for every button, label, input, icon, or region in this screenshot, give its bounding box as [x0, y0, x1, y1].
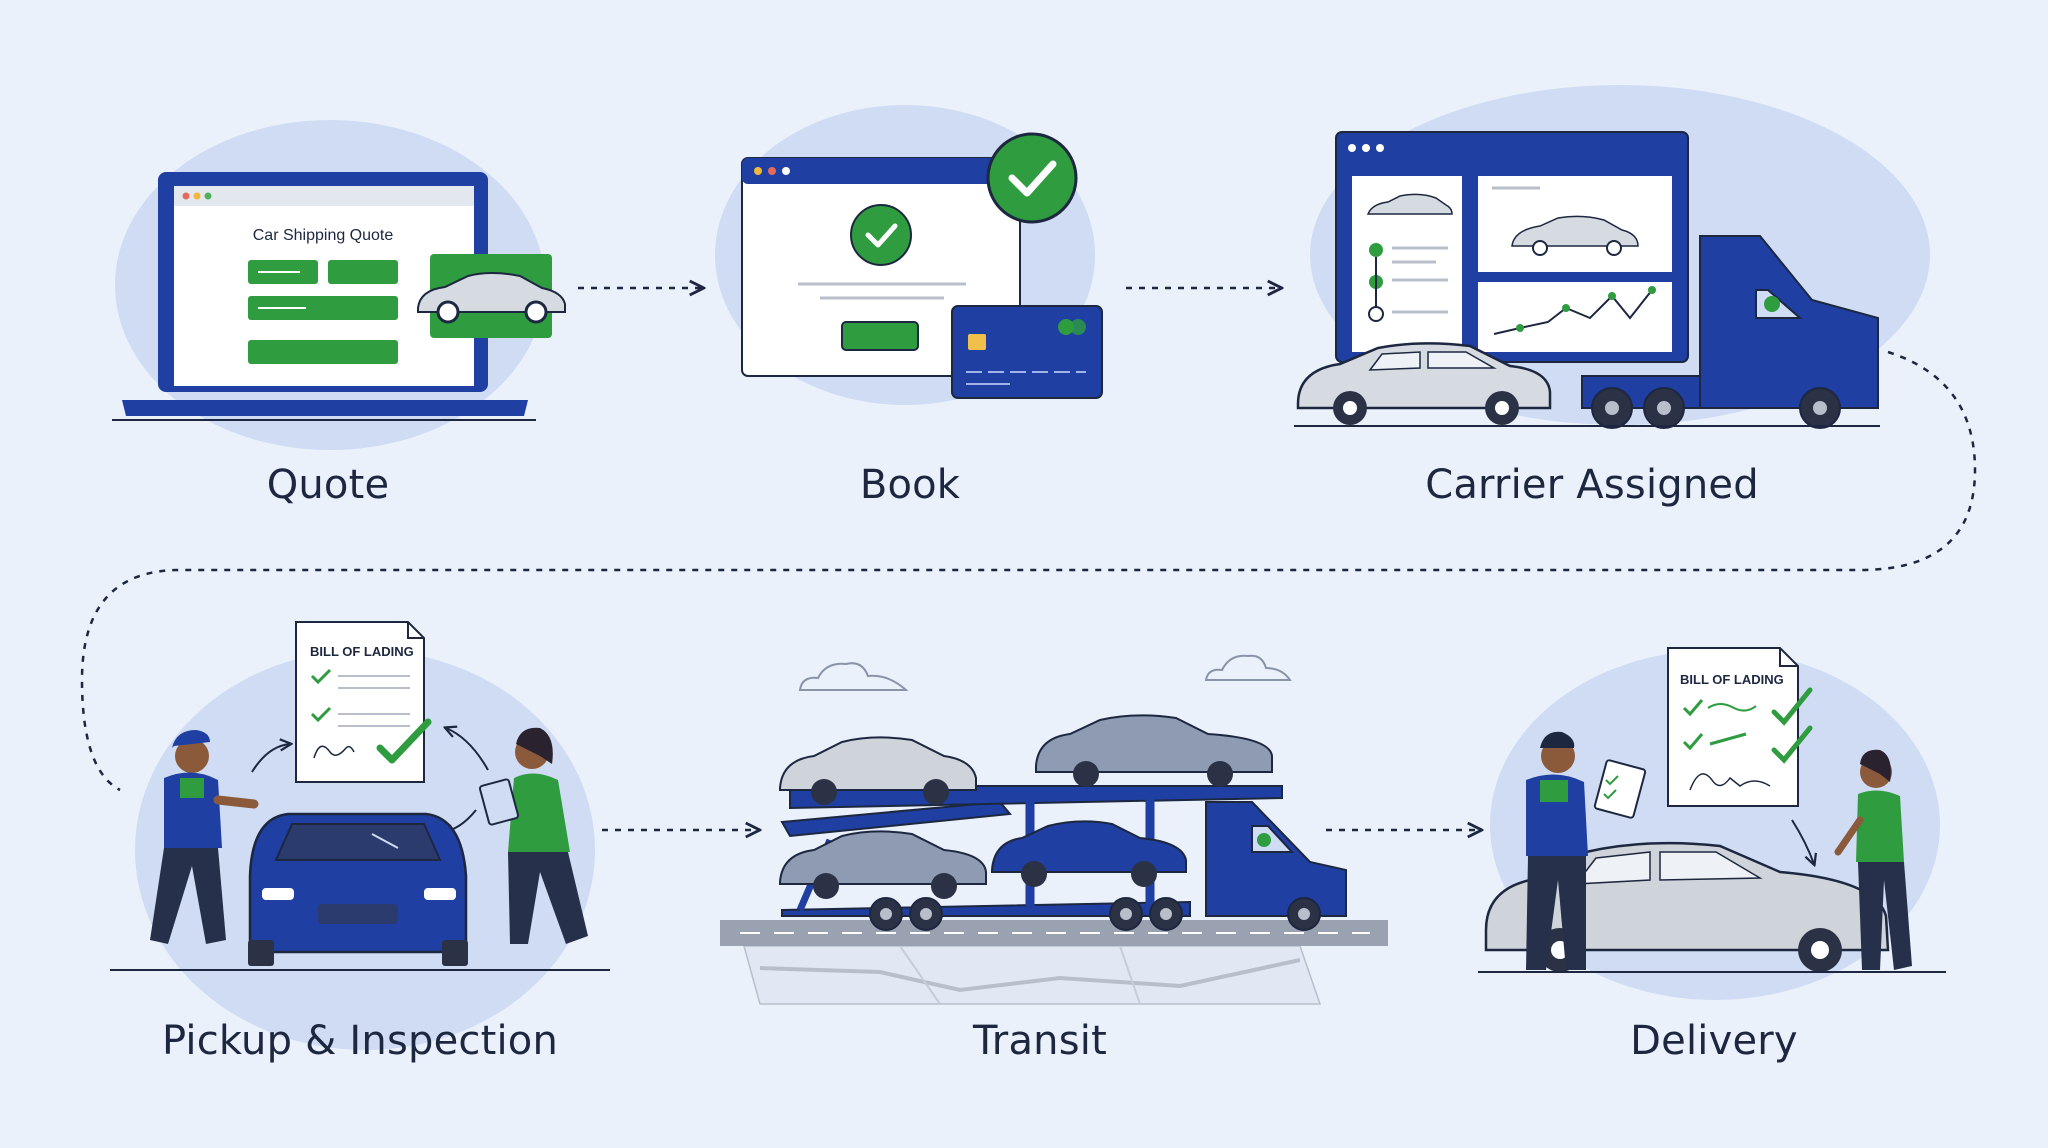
- step-carrier-illustration: [1294, 85, 1930, 429]
- signature-icon: [1689, 773, 1771, 791]
- step-label-delivery: Delivery: [1630, 1018, 1798, 1064]
- quote-screen-title: Car Shipping Quote: [253, 227, 394, 244]
- form-field: [328, 260, 398, 284]
- step-quote-illustration: Car Shipping Quote: [112, 120, 566, 450]
- browser-window-icon: [741, 157, 1021, 377]
- check-icon: [376, 718, 432, 764]
- cloud-icon: [1204, 654, 1292, 681]
- cloud-icon: [798, 662, 909, 691]
- signature-icon: [313, 745, 355, 759]
- step-label-pickup-inspection: Pickup & Inspection: [161, 1018, 559, 1064]
- car-icon: [779, 830, 987, 899]
- form-field: [248, 296, 398, 320]
- car-carrier-icon: [780, 785, 1347, 931]
- inspector-person-icon: [479, 727, 588, 944]
- delivery-doc-title: BILL OF LADING: [1680, 672, 1784, 687]
- step-label-transit: Transit: [973, 1018, 1107, 1064]
- car-front-icon: [248, 812, 468, 966]
- step-transit-illustration: [720, 654, 1388, 1005]
- driver-person-icon: [150, 730, 259, 944]
- car-icon: [779, 736, 977, 805]
- credit-card-icon: [951, 305, 1103, 399]
- document-icon: BILL OF LADING: [295, 621, 432, 783]
- map-icon: [743, 945, 1322, 1005]
- step-delivery-illustration: BILL OF LADING: [1478, 647, 1946, 1000]
- car-icon: [1484, 841, 1890, 972]
- dashboard-window-icon: [1335, 131, 1689, 363]
- book-button-graphic: [841, 321, 919, 351]
- check-badge-icon: [986, 132, 1078, 224]
- clipboard-icon: [1593, 759, 1647, 819]
- step-label-quote: Quote: [266, 462, 390, 508]
- step-pickup-illustration: BILL OF LADING: [110, 621, 610, 1050]
- truck-icon: [1581, 235, 1879, 429]
- car-icon: [417, 272, 566, 324]
- check-icon: [850, 204, 912, 266]
- submit-bar: [248, 340, 398, 364]
- step-label-book: Book: [859, 462, 961, 508]
- step-book-illustration: [715, 105, 1103, 405]
- document-icon: BILL OF LADING: [1667, 647, 1813, 807]
- car-icon: [1296, 342, 1552, 425]
- car-icon: [1035, 714, 1273, 787]
- recipient-person-icon: [1834, 749, 1912, 970]
- pickup-doc-title: BILL OF LADING: [310, 644, 414, 659]
- clipboard-icon: [479, 778, 519, 826]
- step-label-carrier-assigned: Carrier Assigned: [1425, 462, 1759, 508]
- row-connector-arrow: [80, 350, 1977, 792]
- driver-person-icon: [1526, 731, 1647, 970]
- car-icon: [991, 820, 1187, 887]
